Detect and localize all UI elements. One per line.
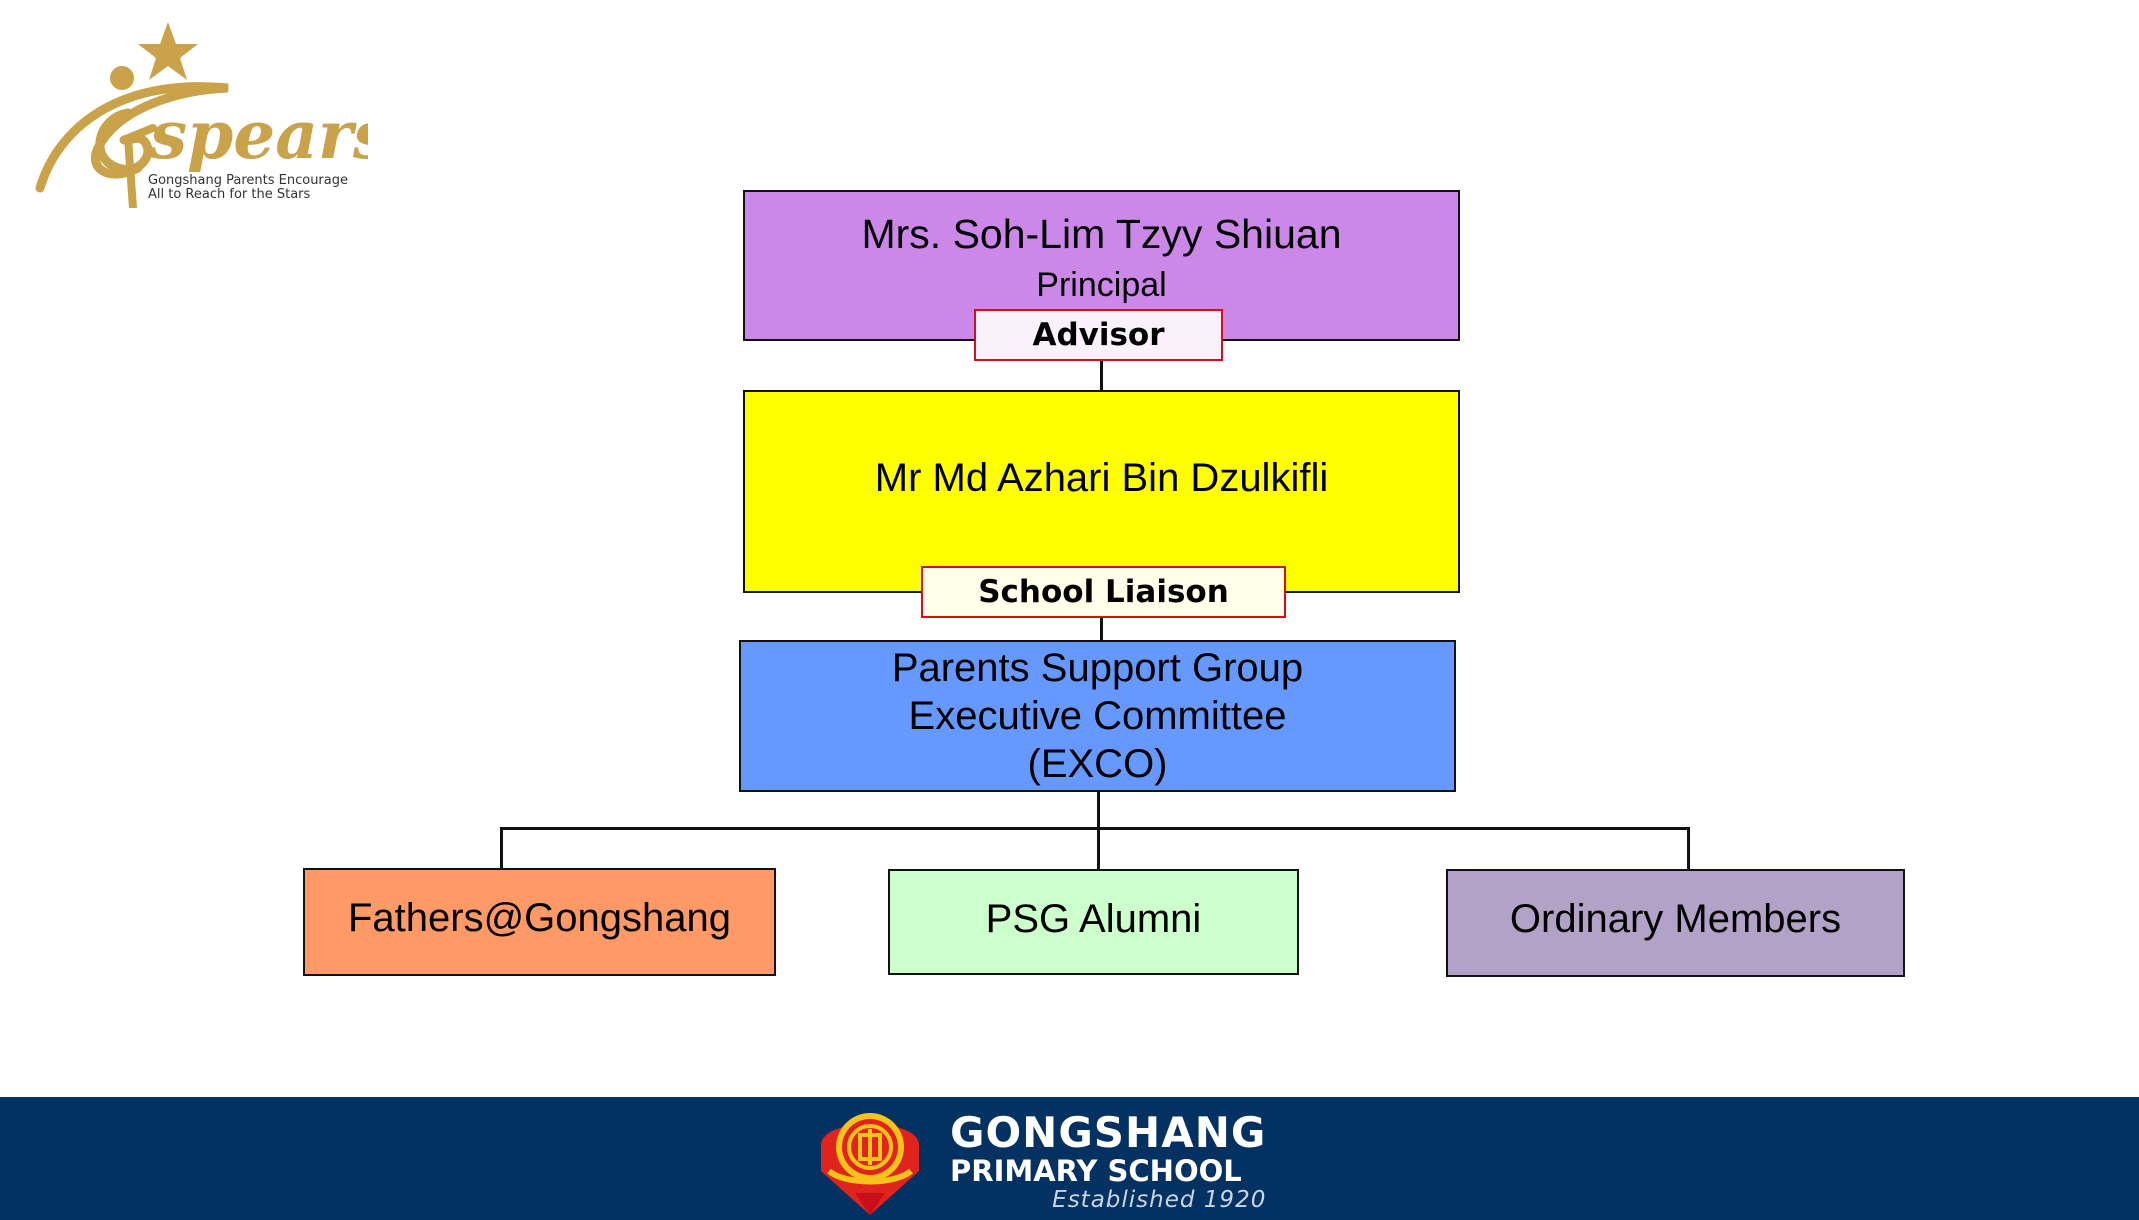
logo-tagline-line2: All to Reach for the Stars — [148, 187, 311, 202]
liaison-name: Mr Md Azhari Bin Dzulkifli — [874, 456, 1329, 500]
gspears-logo-graphic: spears — [35, 22, 368, 208]
fathers-group-box: Fathers@Gongshang — [303, 868, 776, 976]
fathers-group-label: Fathers@Gongshang — [347, 895, 732, 940]
exco-line1: Parents Support Group — [891, 646, 1304, 690]
school-established: Established 1920 — [1052, 1187, 1267, 1213]
svg-text:spears: spears — [149, 96, 368, 174]
alumni-group-label: PSG Alumni — [985, 896, 1202, 941]
gspears-logo: spears Gongshang Parents Encourage All t… — [28, 18, 388, 218]
school-crest-icon — [821, 1113, 919, 1215]
connector-ordinary — [1687, 827, 1690, 870]
liaison-box: Mr Md Azhari Bin Dzulkifli — [743, 390, 1460, 593]
connector-principal-liaison — [1100, 360, 1103, 392]
connector-horizontal — [500, 827, 1689, 830]
advisor-tag: Advisor — [974, 309, 1223, 361]
principal-name: Mrs. Soh-Lim Tzyy Shiuan — [861, 211, 1342, 257]
ordinary-members-box: Ordinary Members — [1446, 869, 1905, 977]
school-name-line2: PRIMARY SCHOOL — [950, 1154, 1242, 1188]
exco-line2: Executive Committee — [908, 694, 1287, 738]
connector-exco-down — [1097, 791, 1100, 870]
logo-tagline-line1: Gongshang Parents Encourage — [148, 173, 348, 188]
school-liaison-tag: School Liaison — [921, 566, 1286, 618]
star-icon — [138, 22, 198, 80]
ordinary-members-label: Ordinary Members — [1509, 896, 1842, 941]
school-name-line1: GONGSHANG — [950, 1108, 1267, 1157]
exco-line3: (EXCO) — [1027, 742, 1168, 786]
connector-liaison-exco — [1100, 617, 1103, 642]
alumni-group-box: PSG Alumni — [888, 869, 1299, 975]
connector-fathers — [500, 827, 503, 870]
footer-bar: GONGSHANG PRIMARY SCHOOL Established 192… — [0, 1097, 2139, 1220]
exco-box: Parents Support Group Executive Committe… — [739, 640, 1456, 792]
principal-role: Principal — [1036, 266, 1167, 304]
